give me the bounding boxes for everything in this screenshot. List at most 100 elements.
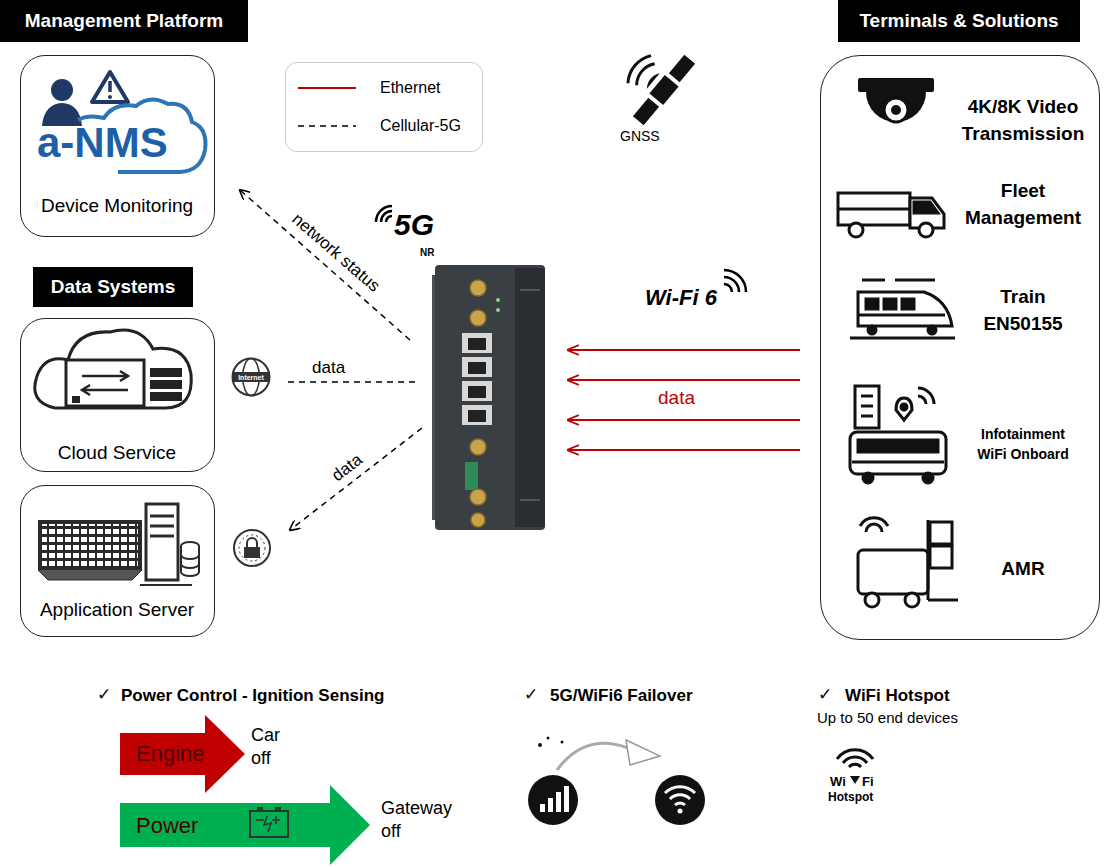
- truck-icon: [838, 193, 910, 225]
- gateway-device: [468, 338, 486, 350]
- gnss-satellite: [623, 52, 651, 83]
- check-mark: ✓: [524, 684, 538, 705]
- amr-icon: [930, 522, 952, 544]
- node-text: Infotainment WiFi Onboard: [973, 425, 1073, 464]
- ignition-arrow: Engine: [120, 715, 245, 793]
- legend-line-sample: [298, 87, 356, 89]
- gateway-device: [520, 499, 540, 501]
- bus-icon: [858, 440, 938, 452]
- vpn-lock-icon: [244, 547, 260, 558]
- truck-icon: [838, 193, 944, 237]
- cloud-service-icon: [35, 330, 192, 408]
- section-header: Terminals & Solutions: [838, 0, 1080, 42]
- truck-icon: [849, 223, 863, 237]
- gateway-device: [465, 462, 478, 490]
- failover-icon: [540, 804, 545, 812]
- section-header: Management Platform: [0, 0, 248, 42]
- failover-icon: [528, 775, 578, 825]
- warning-icon: [92, 72, 128, 102]
- gateway-device: [435, 265, 545, 530]
- section-header: Data Systems: [33, 267, 193, 307]
- bus-icon: [923, 473, 933, 483]
- train-icon: [902, 299, 914, 309]
- node-text: AMR: [1001, 556, 1044, 583]
- train-icon: [866, 299, 878, 309]
- truck-icon: [838, 208, 910, 211]
- cellular-link: [290, 428, 422, 530]
- bus-icon: [918, 388, 934, 404]
- hotspot-icon: [837, 750, 873, 759]
- amr-icon: [866, 524, 882, 532]
- legend-line-sample: [296, 114, 358, 138]
- failover-icon: [626, 740, 660, 765]
- internet-globe: Internet: [231, 357, 271, 397]
- camera-icon: [891, 105, 901, 115]
- failover-icon: [557, 743, 628, 770]
- user-icon: [42, 79, 82, 126]
- amr-icon: [865, 593, 879, 607]
- truck-icon: [914, 202, 938, 213]
- legend-text: Ethernet: [380, 78, 440, 98]
- gateway-device: [496, 308, 500, 312]
- failover-icon: [528, 737, 705, 826]
- failover-icon: [670, 795, 690, 799]
- gnss-satellite: [633, 98, 659, 125]
- gnss-satellite: [609, 35, 696, 126]
- server-icon: [140, 584, 192, 586]
- failover-icon: [561, 741, 564, 744]
- camera-icon: [884, 98, 908, 122]
- hotspot-logo: Wi: [830, 775, 846, 788]
- cellular-link: [285, 381, 415, 383]
- gateway-device: [470, 439, 486, 455]
- terminals-panel: 4K/8K Video TransmissionFleet Management…: [820, 55, 1100, 640]
- amr-icon: [858, 550, 928, 594]
- battery-icon: [250, 807, 288, 837]
- 5g-signal: [376, 206, 392, 222]
- vpn-lock-icon: [247, 538, 257, 548]
- legend-line-sample: [298, 125, 356, 127]
- cellular-link: [240, 190, 410, 340]
- train-icon: [850, 337, 955, 340]
- server-icon: [181, 546, 199, 576]
- gateway-device: [462, 405, 492, 425]
- gateway-device: [462, 357, 492, 377]
- amr-icon: [905, 593, 919, 607]
- system-box: Cloud Service: [20, 318, 215, 472]
- amr-icon: [860, 518, 888, 526]
- arrow-outline: [120, 715, 245, 793]
- arrow-outline: [120, 785, 370, 865]
- globe-band: [232, 372, 270, 382]
- cellular-link: [240, 190, 422, 530]
- warning-icon: [92, 72, 128, 102]
- cloud-service-icon: [66, 360, 144, 406]
- server-icon: [150, 515, 174, 518]
- failover-icon: [547, 737, 550, 740]
- node-text: Application Server: [40, 598, 194, 622]
- legend-text: Cellular-5G: [380, 116, 461, 136]
- gateway-device: [468, 362, 486, 374]
- server-icon: [150, 525, 174, 528]
- wifi6-signal: [724, 277, 739, 292]
- train-icon: [862, 279, 885, 282]
- bus-icon: [861, 405, 873, 408]
- ethernet-link: [568, 379, 800, 381]
- failover-icon: [675, 803, 685, 805]
- ethernet-link: [568, 350, 800, 450]
- node-text: Internet: [238, 374, 264, 381]
- link-label: data: [326, 448, 368, 488]
- cloud-service-icon: [150, 392, 182, 401]
- camera-icon: [858, 78, 934, 122]
- feature-title: 5G/WiFi6 Failover: [550, 685, 693, 706]
- hotspot-logo: Fi: [862, 775, 874, 788]
- bus-icon: [863, 473, 873, 483]
- hotspot-logo: Hotspot: [828, 791, 873, 803]
- failover-icon: [655, 775, 705, 825]
- globe-outline: [233, 359, 270, 396]
- vpn-lock-icon: [234, 530, 270, 566]
- feature-title: WiFi Hotspot: [845, 685, 950, 706]
- wifi6-logo: Wi-Fi 6: [645, 284, 717, 312]
- link-label: data: [658, 386, 695, 410]
- gnss-satellite: [644, 71, 660, 89]
- server-icon: [150, 535, 174, 538]
- failover-icon: [564, 786, 569, 812]
